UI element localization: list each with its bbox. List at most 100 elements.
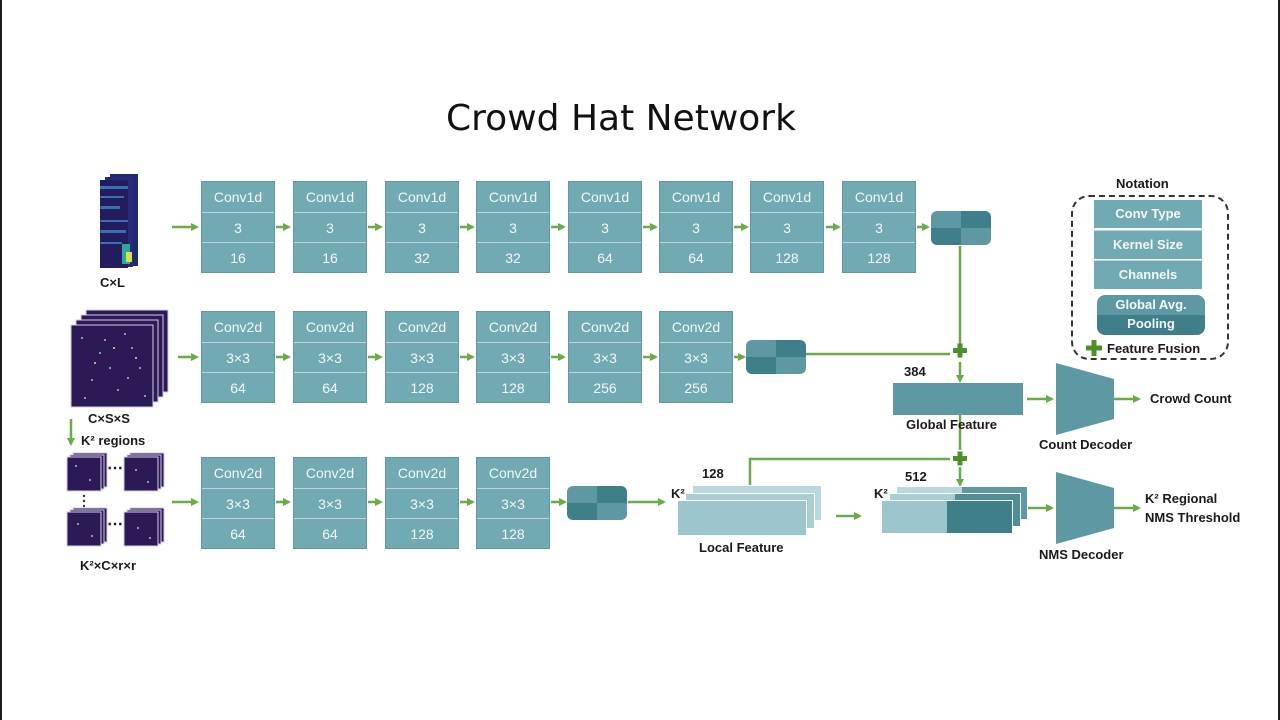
conv-type: Conv2d <box>488 465 538 481</box>
conv-block: Conv1d 3 32 <box>385 181 459 273</box>
kernel-size: 3 <box>477 212 549 243</box>
channels: 32 <box>477 242 549 273</box>
channels: 64 <box>660 242 732 273</box>
conv-block: Conv2d 3×3 256 <box>568 311 642 403</box>
kernel-size: 3 <box>751 212 823 243</box>
kernel-size: 3 <box>386 212 458 243</box>
global-feature-bar <box>893 383 1023 415</box>
kernel-size: 3×3 <box>477 488 549 519</box>
input-label-row1: C×L <box>100 275 125 290</box>
channels: 256 <box>660 372 732 403</box>
conv-type: Conv2d <box>397 465 447 481</box>
regions-label: K² regions <box>81 433 146 448</box>
input-label-row3: K²×C×r×r <box>80 558 136 573</box>
conv-type: Conv2d <box>397 319 447 335</box>
notation-title: Notation <box>1116 176 1169 191</box>
kernel-size: 3 <box>202 212 274 243</box>
kernel-size: 3×3 <box>202 342 274 373</box>
conv-type: Conv2d <box>305 319 355 335</box>
channels: 64 <box>202 372 274 403</box>
local-feature-k: K² <box>671 486 685 501</box>
conv-type: Conv1d <box>580 189 630 205</box>
conv-block: Conv2d 3×3 64 <box>293 311 367 403</box>
conv-block: Conv2d 3×3 64 <box>201 457 275 549</box>
channels: 64 <box>294 372 366 403</box>
kernel-size: 3×3 <box>202 488 274 519</box>
crowd-count-output: Crowd Count <box>1150 391 1232 406</box>
notation-legend <box>1071 195 1229 360</box>
local-feature-label: Local Feature <box>699 540 784 555</box>
conv-type: Conv2d <box>213 319 263 335</box>
global-pool-icon <box>746 340 806 374</box>
conv-block: Conv2d 3×3 128 <box>385 457 459 549</box>
channels: 128 <box>477 372 549 403</box>
right-frame-edge <box>1278 0 1280 720</box>
kernel-size: 3×3 <box>660 342 732 373</box>
conv-type: Conv1d <box>213 189 263 205</box>
fused-feature-dim: 512 <box>905 469 927 484</box>
global-pool-icon <box>931 211 991 245</box>
channels: 128 <box>386 518 458 549</box>
channels: 128 <box>751 242 823 273</box>
channels: 128 <box>843 242 915 273</box>
kernel-size: 3 <box>569 212 641 243</box>
conv-type: Conv2d <box>580 319 630 335</box>
nms-threshold-output-line1: K² Regional <box>1145 491 1218 506</box>
conv-block: Conv1d 3 16 <box>293 181 367 273</box>
conv-block: Conv2d 3×3 256 <box>659 311 733 403</box>
conv-block: Conv2d 3×3 128 <box>476 311 550 403</box>
nms-decoder-shape <box>1056 472 1114 544</box>
kernel-size: 3×3 <box>386 342 458 373</box>
channels: 64 <box>569 242 641 273</box>
global-feature-dim: 384 <box>904 364 926 379</box>
kernel-size: 3×3 <box>386 488 458 519</box>
notation-channels: Channels <box>1094 260 1202 289</box>
kernel-size: 3×3 <box>294 342 366 373</box>
conv-type: Conv1d <box>854 189 904 205</box>
channels: 16 <box>294 242 366 273</box>
notation-conv-type: Conv Type <box>1094 200 1202 228</box>
channels: 256 <box>569 372 641 403</box>
global-feature-label: Global Feature <box>906 417 998 432</box>
count-decoder-shape <box>1056 363 1114 435</box>
left-frame-edge <box>0 0 2 720</box>
proposal-feature-input-icon <box>100 174 138 268</box>
notation-kernel-size: Kernel Size <box>1094 230 1202 259</box>
conv-type: Conv1d <box>671 189 721 205</box>
diagram-title: Crowd Hat Network <box>446 98 796 139</box>
channels: 64 <box>294 518 366 549</box>
conv-type: Conv1d <box>305 189 355 205</box>
conv-block: Conv2d 3×3 64 <box>201 311 275 403</box>
regional-maps-input-icon <box>66 452 165 547</box>
notation-pool-line2: Pooling <box>1097 315 1205 335</box>
local-feature-layer <box>677 500 807 536</box>
notation-pool-line1: Global Avg. <box>1097 295 1205 315</box>
plus-icon <box>1086 340 1102 356</box>
conv-block: Conv1d 3 16 <box>201 181 275 273</box>
conv-block: Conv1d 3 128 <box>750 181 824 273</box>
kernel-size: 3 <box>843 212 915 243</box>
channels: 128 <box>386 372 458 403</box>
conv-block: Conv1d 3 32 <box>476 181 550 273</box>
kernel-size: 3 <box>294 212 366 243</box>
conv-type: Conv2d <box>213 465 263 481</box>
nms-threshold-output-line2: NMS Threshold <box>1145 510 1241 525</box>
kernel-size: 3×3 <box>294 488 366 519</box>
conv-block: Conv1d 3 128 <box>842 181 916 273</box>
kernel-size: 3×3 <box>477 342 549 373</box>
conv-type: Conv2d <box>671 319 721 335</box>
ellipsis-horizontal-top: ⋯ <box>107 460 123 477</box>
fused-feature-k: K² <box>874 486 888 501</box>
conv-block: Conv1d 3 64 <box>659 181 733 273</box>
fused-feature-layer <box>881 500 1013 534</box>
conv-block: Conv1d 3 64 <box>568 181 642 273</box>
local-feature-dim: 128 <box>702 466 724 481</box>
channels: 64 <box>202 518 274 549</box>
channels: 128 <box>477 518 549 549</box>
conv-type: Conv1d <box>397 189 447 205</box>
nms-decoder-label: NMS Decoder <box>1039 547 1124 562</box>
ellipsis-horizontal-bottom: ⋯ <box>107 516 123 533</box>
conv-type: Conv2d <box>305 465 355 481</box>
global-pool-icon <box>567 486 627 520</box>
kernel-size: 3 <box>660 212 732 243</box>
